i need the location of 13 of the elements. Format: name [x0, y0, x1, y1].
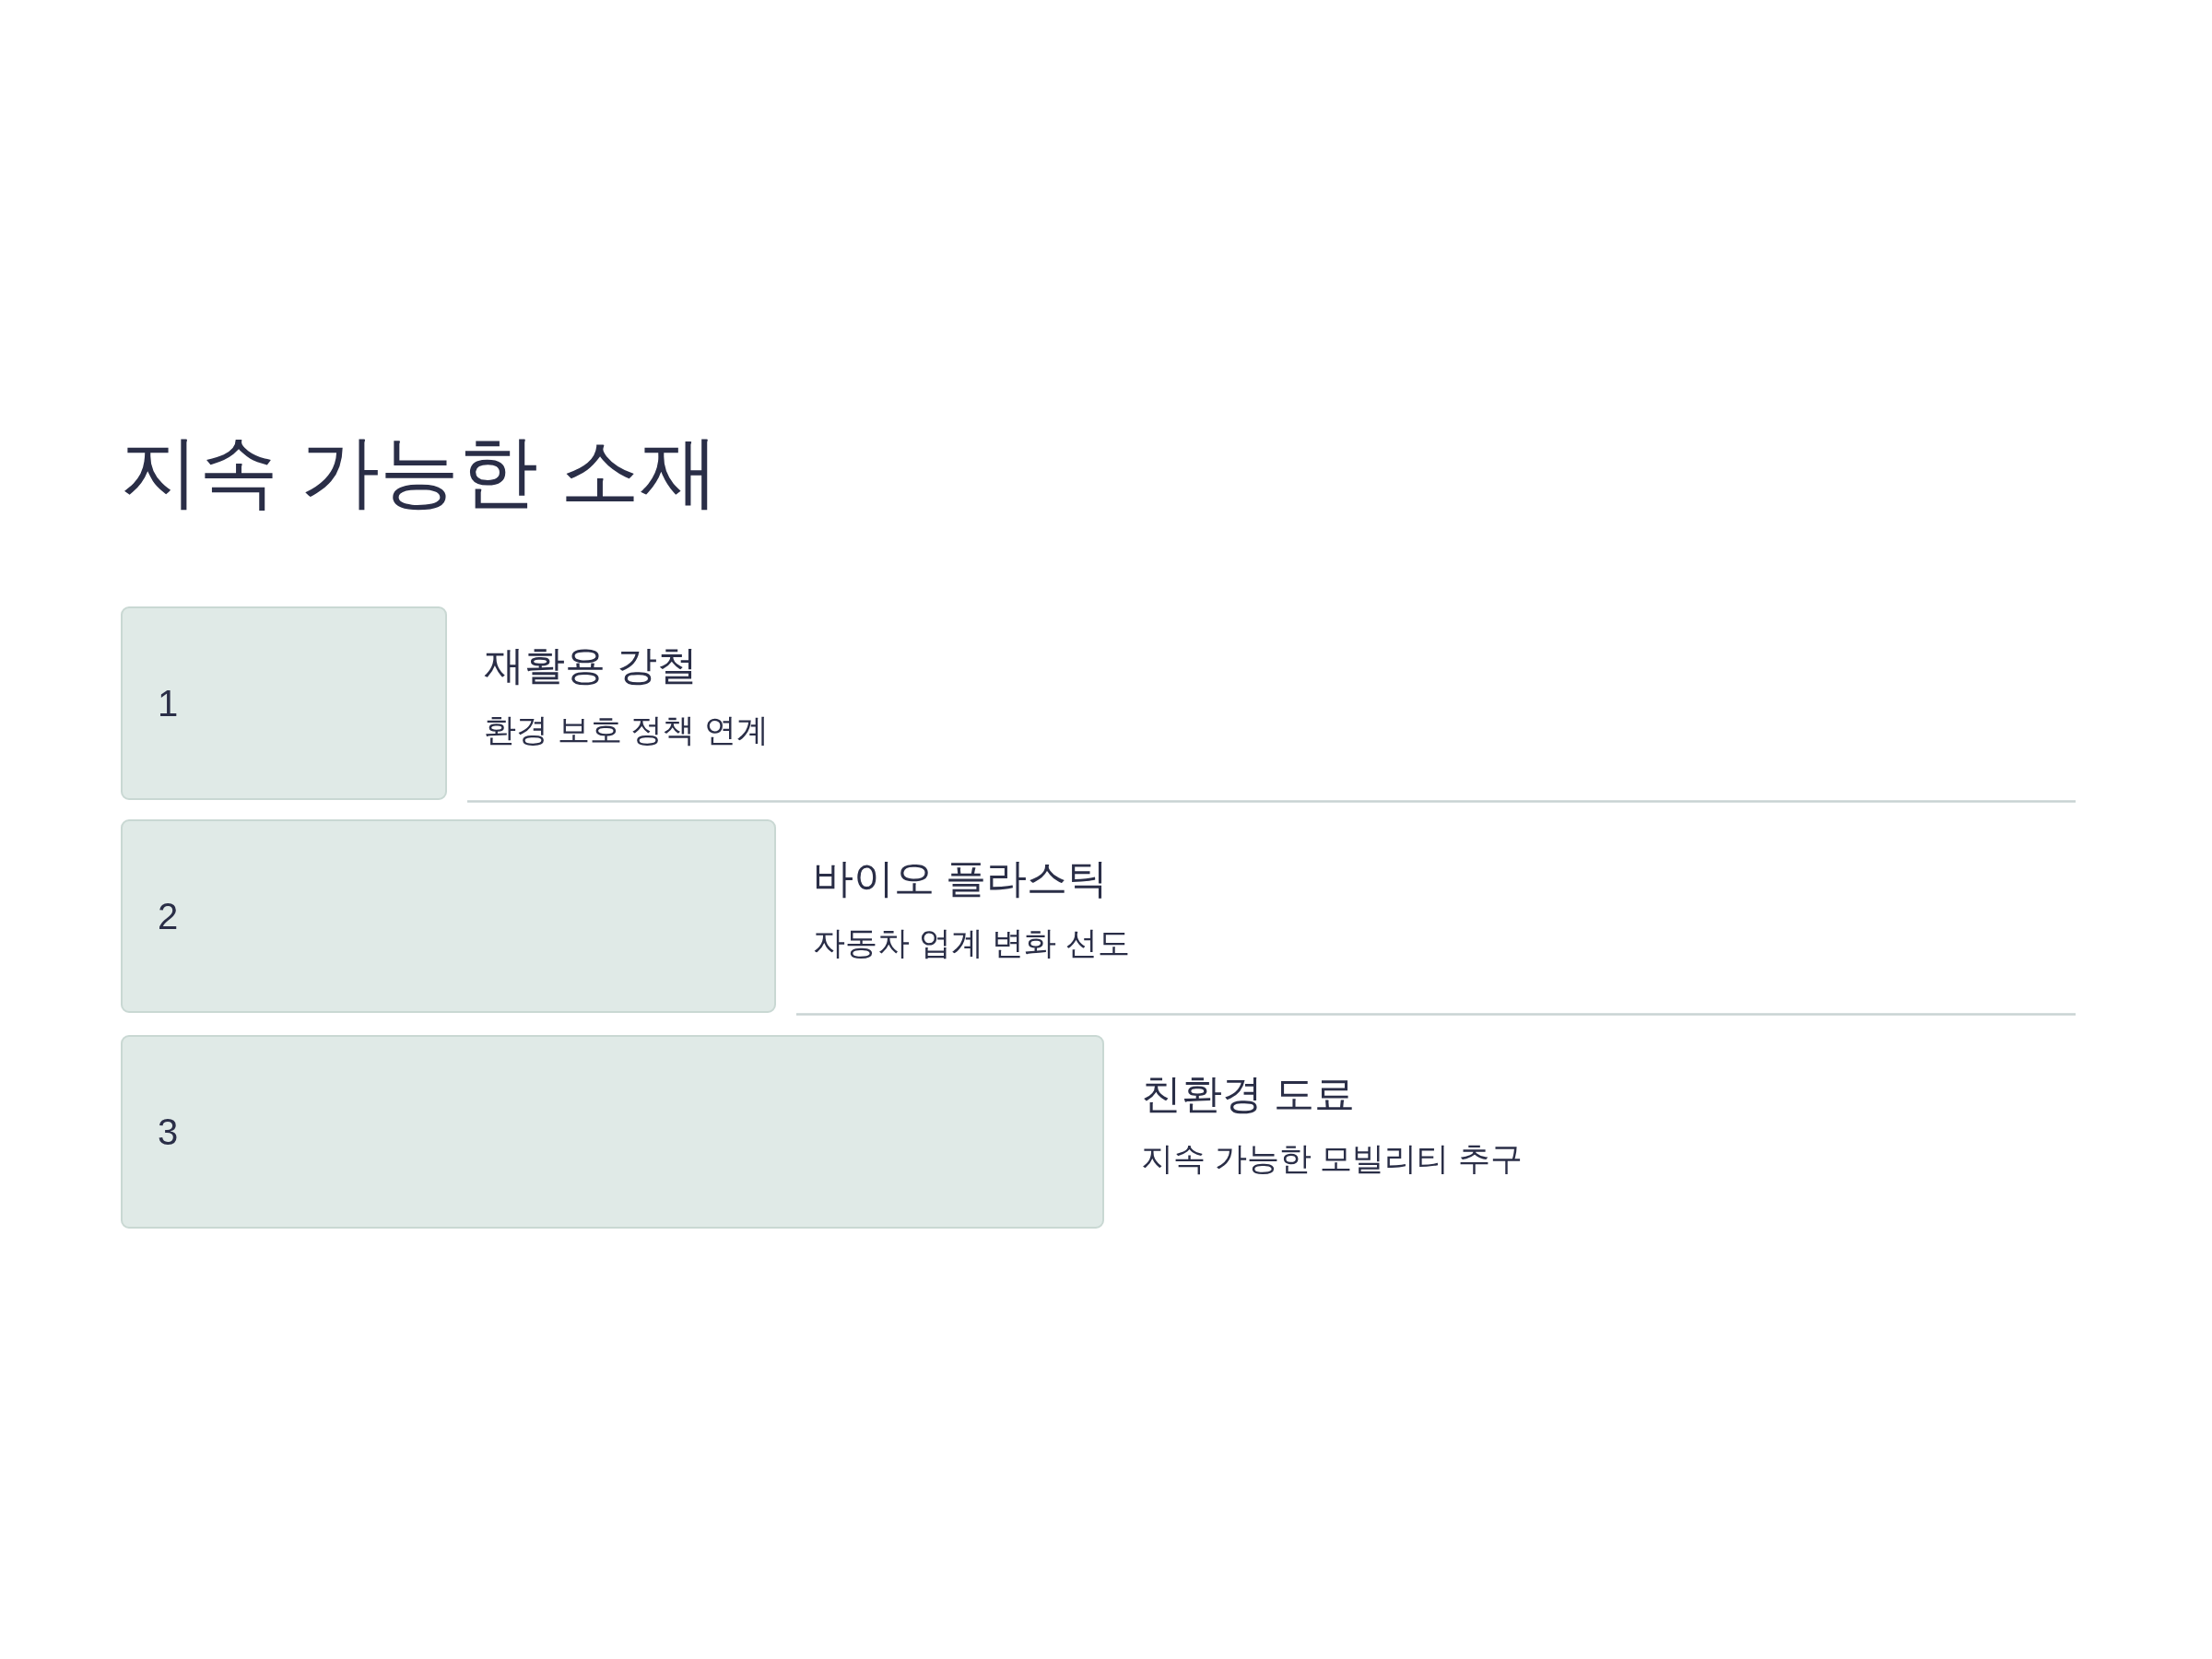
title: 지속 가능한 소재 [120, 426, 719, 517]
item-description: 환경 보호 정책 연계 [484, 710, 770, 749]
horizontal-bar [121, 1035, 1104, 1229]
item-heading: 친환경 도료 [1141, 1070, 1356, 1118]
horizontal-bar [121, 819, 776, 1013]
item-heading: 재활용 강철 [484, 641, 699, 689]
step-number: 3 [158, 1111, 179, 1154]
item-heading: 바이오 플라스틱 [813, 854, 1109, 902]
item-description: 지속 가능한 모빌리티 추구 [1141, 1138, 1524, 1178]
step-number: 1 [158, 682, 179, 725]
step-number: 2 [158, 895, 179, 938]
horizontal-bar [121, 606, 447, 800]
item-description: 자동차 업계 변화 선도 [813, 923, 1131, 962]
